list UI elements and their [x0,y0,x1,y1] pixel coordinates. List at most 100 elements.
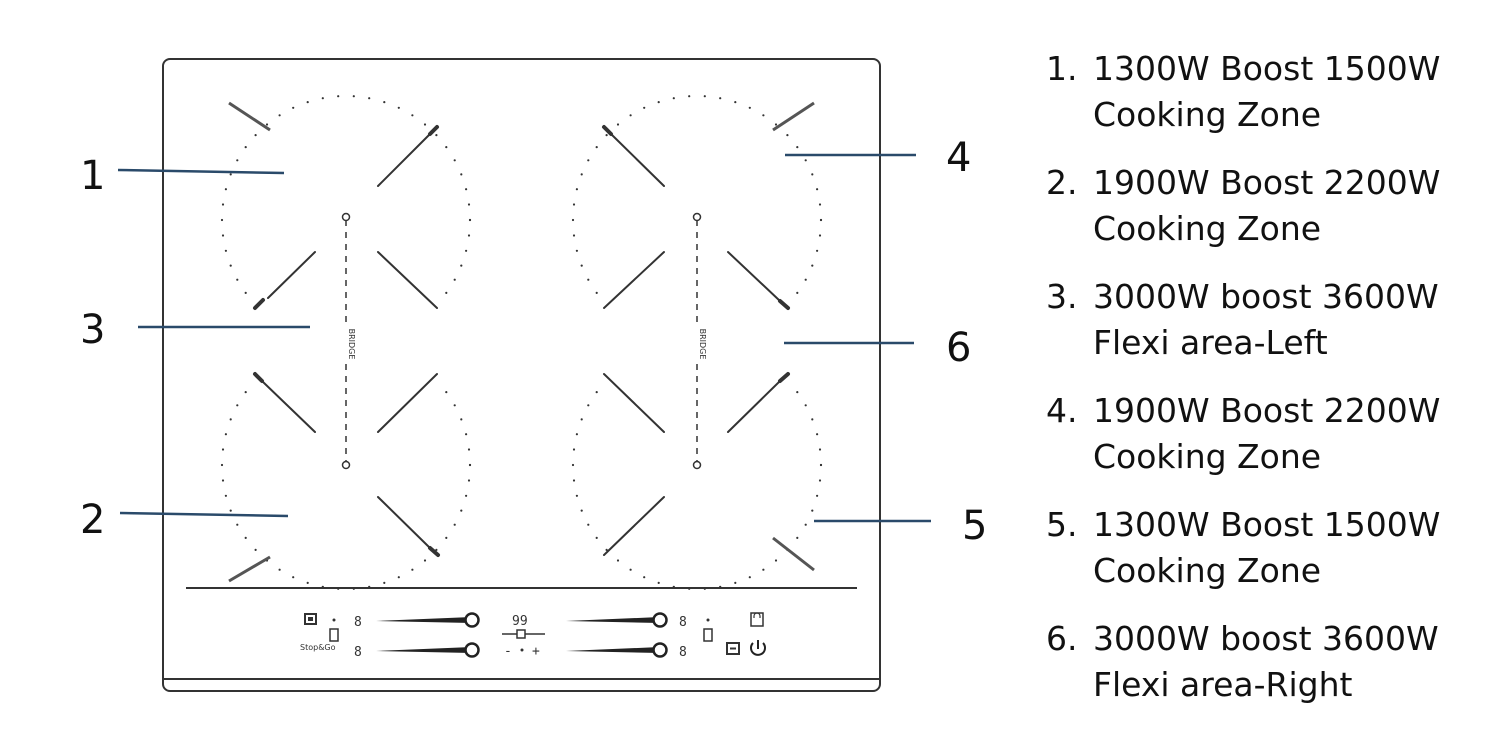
zone-dot [229,264,232,267]
zone-dot [453,404,456,407]
timer-minus[interactable]: - [504,644,512,659]
zone-dot [580,264,583,267]
zone-dot [786,134,789,137]
zone-dot [236,278,239,281]
zone-dot [587,278,590,281]
slider-knob-1[interactable] [464,612,480,628]
callout-4: 4 [946,135,971,181]
slider-zone-2[interactable] [376,647,472,653]
zone-dot [445,536,448,540]
slider-zone-1[interactable] [376,617,472,623]
zone-dot [818,479,822,482]
callout-3: 3 [80,307,105,353]
zone-dot [774,559,778,562]
zone-dot [465,433,468,436]
zone-dot [411,114,414,117]
zone-dot [816,249,819,252]
zone-dot [278,114,281,117]
zone-dot [643,576,646,579]
zone-dot [435,134,438,137]
zone-dot [804,278,807,281]
zone-dot [818,448,822,451]
zone-dot [306,101,309,104]
zone-dot [816,188,819,191]
slider-zone-4[interactable] [566,647,660,653]
zone-dot [220,463,224,467]
zone-dot [811,509,814,512]
zone-dot [352,587,355,590]
zone-dot [467,448,471,451]
zone-dot [244,391,247,394]
zone-dot [657,101,660,104]
level-display-2: 8 [354,645,362,660]
zone-dot [605,548,608,552]
zone-dot [321,585,324,588]
zone-dot [224,188,227,191]
timer-icon[interactable] [516,629,526,639]
zone-dot [229,509,232,512]
bridge-left: BRIDGE [340,212,356,470]
zone-dot [236,523,239,526]
zone-dot [571,463,575,467]
zone-dot [229,173,232,176]
zone-dot [465,188,468,191]
zone-dot [595,391,598,394]
slider-knob-4[interactable] [652,642,668,658]
zone-dot [453,523,456,526]
zone-dot [321,97,324,100]
zone-dot [703,587,706,590]
zone-dot [220,218,224,222]
zone-dot [734,101,737,104]
zone-dot [445,146,448,149]
zone-dot [468,218,472,222]
slider-knob-2[interactable] [464,642,480,658]
zone-dot [460,509,463,512]
power-icon[interactable] [750,640,766,656]
zone-dot [818,203,822,206]
callout-5: 5 [962,503,987,549]
stop-go-label[interactable]: Stop&Go [300,643,336,652]
zone-dot [467,203,471,206]
zone-dot [383,581,386,585]
bridge-toggle-icon-right[interactable] [703,628,713,642]
zone-dot [796,146,799,149]
bridge-toggle-icon-left[interactable] [329,628,339,642]
zone-dot [580,509,583,512]
zone-dot [445,391,448,394]
zone-dot [221,448,225,451]
zone-dot [453,278,456,281]
lock-icon[interactable] [750,612,764,627]
zone-dot [411,568,414,571]
zone-dot [397,106,400,109]
zone-dot [460,173,463,176]
zone-dot [587,523,590,526]
zone-dot [595,536,598,540]
zone-dot [265,123,269,126]
zone-dot [774,123,778,126]
zone-dot [306,581,309,585]
zone-dot [629,114,632,117]
zone-dot [337,95,340,98]
control-panel: Stop&Go 8 8 99 - + 8 8 [300,612,766,660]
zone-corner-labels [228,101,815,583]
zone-dot [244,146,247,149]
zone-dot [703,95,706,98]
zone-dot [688,587,691,590]
slider-knob-3[interactable] [652,612,668,628]
slider-zone-3[interactable] [566,617,660,623]
zone-dot [244,291,247,294]
timer-plus[interactable]: + [532,644,540,659]
zone-dot [688,95,691,98]
zone-dot [616,559,620,562]
zone-dot [643,106,646,109]
zone-dot [337,587,340,590]
zone-dot [818,234,822,237]
zone-dot [460,264,463,267]
zone-dot [383,101,386,104]
